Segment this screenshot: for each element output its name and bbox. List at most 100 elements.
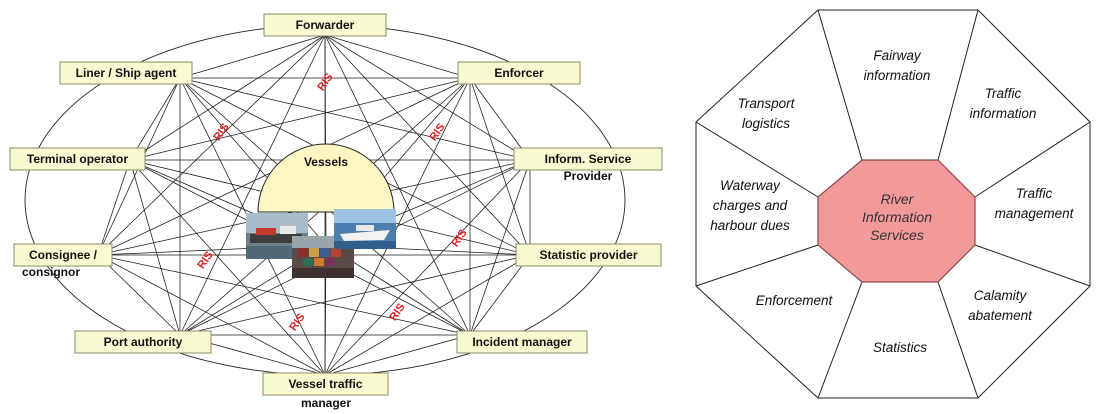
actor-link bbox=[324, 159, 531, 376]
actor-link bbox=[324, 34, 531, 161]
segment-label: Waterway bbox=[720, 178, 781, 193]
segment-label: management bbox=[995, 206, 1075, 221]
actor-link bbox=[97, 34, 326, 256]
actor-box bbox=[262, 372, 389, 396]
actor-label: Consignee / bbox=[29, 248, 98, 262]
actor-link bbox=[129, 159, 181, 336]
segment-transport-logistics: Transport logistics bbox=[738, 96, 796, 131]
vessel-photos bbox=[246, 209, 396, 278]
segment-label: Traffic bbox=[985, 86, 1022, 101]
actor-link bbox=[129, 77, 181, 161]
actor-label-line2: consignor bbox=[22, 265, 80, 279]
segment-label: harbour dues bbox=[710, 218, 790, 233]
actor-box bbox=[59, 61, 193, 85]
segment-label: logistics bbox=[742, 116, 790, 131]
actor-link bbox=[179, 77, 531, 161]
actor-box bbox=[515, 243, 662, 267]
ris-center-line: Information bbox=[862, 209, 932, 225]
actor-label: Statistic provider bbox=[539, 248, 637, 262]
actor-label: Inform. Service bbox=[545, 152, 632, 166]
actor-link bbox=[469, 77, 531, 161]
actor-link bbox=[179, 254, 531, 336]
segment-calamity-abatement: Calamity abatement bbox=[968, 288, 1033, 323]
actor-link bbox=[324, 34, 531, 256]
segment-label: information bbox=[864, 68, 931, 83]
ris-link-label: RIS bbox=[449, 227, 469, 249]
actor-forwarder: Forwarder bbox=[263, 13, 387, 37]
ris-link-label: RIS bbox=[287, 311, 307, 333]
cruise-vessel-photo bbox=[334, 209, 396, 249]
actor-box bbox=[9, 147, 146, 171]
actor-link bbox=[469, 254, 531, 336]
actor-label: Port authority bbox=[104, 335, 183, 349]
segment-divider bbox=[817, 9, 863, 161]
actor-label-line2: manager bbox=[301, 396, 351, 410]
actor-box bbox=[456, 330, 588, 354]
segment-label: Enforcement bbox=[756, 293, 834, 308]
ris-actor-network-diagram: Vessels bbox=[9, 13, 663, 410]
actor-link bbox=[97, 159, 131, 256]
ris-link-label: RIS bbox=[387, 301, 407, 323]
actor-link bbox=[129, 77, 471, 161]
segment-statistics: Statistics bbox=[873, 340, 927, 355]
actor-link bbox=[97, 254, 326, 376]
segment-label: Transport bbox=[738, 96, 796, 111]
actor-link bbox=[129, 159, 326, 376]
segment-divider bbox=[937, 281, 979, 399]
segment-label: abatement bbox=[968, 308, 1033, 323]
actor-label: Incident manager bbox=[472, 335, 572, 349]
actor-box bbox=[74, 330, 212, 354]
actor-link bbox=[179, 34, 326, 79]
actor-link bbox=[97, 254, 181, 336]
actor-label: Enforcer bbox=[494, 66, 544, 80]
ris-center-line: River bbox=[881, 191, 915, 207]
vessels-label: Vessels bbox=[304, 155, 348, 169]
actor-consignee-consignor: Consignee / consignor bbox=[13, 243, 113, 279]
actor-terminal-operator: Terminal operator bbox=[9, 147, 146, 171]
actor-label: Vessel traffic bbox=[288, 377, 362, 391]
actor-box bbox=[457, 61, 581, 85]
segment-divider bbox=[695, 244, 819, 287]
actor-link bbox=[324, 254, 531, 376]
actor-link bbox=[97, 254, 471, 336]
segment-enforcement: Enforcement bbox=[756, 293, 834, 308]
actor-label-line2: Provider bbox=[564, 169, 613, 183]
actor-port-authority: Port authority bbox=[74, 330, 212, 354]
ris-center-line: Services bbox=[870, 227, 924, 243]
segment-label: information bbox=[970, 106, 1037, 121]
actor-link bbox=[324, 34, 471, 336]
actor-link bbox=[324, 334, 471, 376]
segment-label: Statistics bbox=[873, 340, 927, 355]
actor-link bbox=[179, 34, 326, 336]
actor-incident-manager: Incident manager bbox=[456, 330, 588, 354]
ris-center-octagon bbox=[817, 159, 976, 283]
actor-box bbox=[13, 243, 113, 267]
actor-liner-ship-agent: Liner / Ship agent bbox=[59, 61, 193, 85]
actor-vessel-traffic-manager: Vessel traffic manager bbox=[262, 372, 389, 410]
service-segments: FairwayinformationTrafficinformationTraf… bbox=[710, 48, 1074, 355]
segment-divider bbox=[695, 121, 819, 198]
actor-box bbox=[263, 13, 387, 37]
actor-box bbox=[513, 147, 663, 171]
vessels-dome bbox=[257, 143, 395, 213]
actor-label: Liner / Ship agent bbox=[76, 66, 177, 80]
segment-label: Fairway bbox=[873, 48, 922, 63]
segment-dividers bbox=[695, 9, 1091, 399]
segment-fairway-information: Fairway information bbox=[864, 48, 931, 83]
actor-statistic-provider: Statistic provider bbox=[515, 243, 662, 267]
segment-divider bbox=[817, 281, 863, 399]
segment-label: Calamity bbox=[974, 288, 1028, 303]
actor-label: Forwarder bbox=[296, 18, 355, 32]
segment-divider bbox=[974, 244, 1091, 287]
ris-link-label: RIS bbox=[315, 71, 335, 93]
actor-enforcer: Enforcer bbox=[457, 61, 581, 85]
segment-divider bbox=[974, 121, 1091, 198]
actor-label: Terminal operator bbox=[27, 152, 128, 166]
